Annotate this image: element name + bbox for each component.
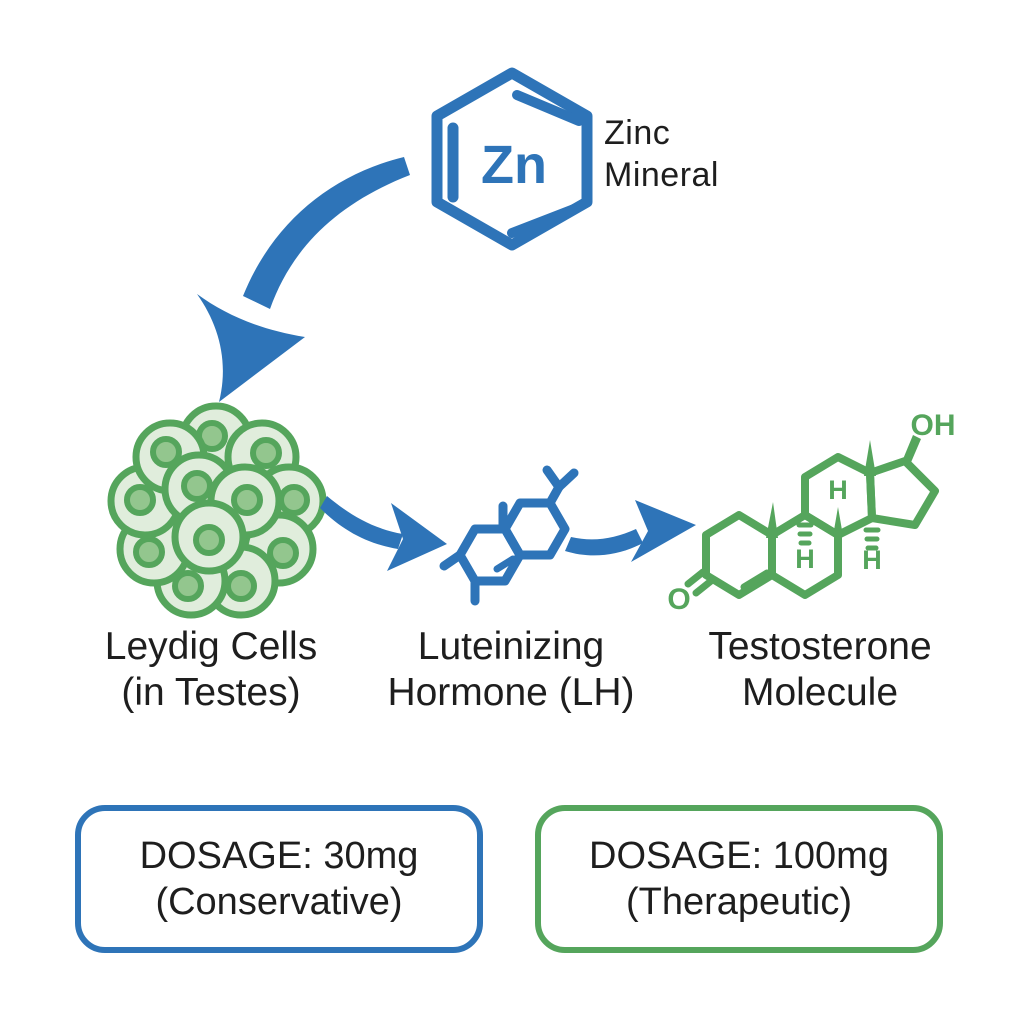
arrow-head	[387, 503, 447, 571]
zinc-mineral-label: Zinc Mineral	[604, 112, 719, 196]
arrow-leydig-to-lh	[320, 496, 447, 571]
methyl-wedge-c18	[864, 440, 876, 476]
cell-nucleus	[133, 536, 165, 568]
dosage-conservative-line1: DOSAGE: 30mg	[139, 835, 419, 877]
ketone-bond-2	[692, 577, 715, 597]
lh-isopropyl-arm-right	[554, 468, 579, 492]
arrow-body	[320, 496, 403, 549]
zinc-symbol-text: Zn	[481, 135, 547, 195]
ketone-bond-1	[684, 568, 707, 588]
cell-nucleus	[181, 470, 213, 502]
arrow-body	[565, 529, 643, 556]
hydrogen-wedge-c8	[833, 507, 843, 536]
arrow-zinc-to-leydig	[197, 157, 410, 402]
cell-nucleus	[172, 570, 204, 602]
luteinizing-hormone-label: Luteinizing Hormone (LH)	[350, 624, 672, 716]
dosage-conservative-line2: (Conservative)	[155, 881, 403, 923]
leydig-label-line2: (in Testes)	[121, 671, 301, 714]
cell-nucleus	[231, 484, 263, 516]
zinc-hexagon-outline	[431, 67, 593, 251]
zinc-hexagon-inner-line-bottom	[507, 204, 579, 238]
hydrogen-label-c8: H	[828, 475, 848, 505]
testosterone-label-line2: Molecule	[741, 671, 899, 714]
cell-nucleus	[267, 537, 299, 569]
hydroxyl-label: OH	[911, 409, 956, 442]
dosage-box-conservative: DOSAGE: 30mg (Conservative)	[75, 805, 483, 953]
arrow-head	[197, 294, 305, 402]
lh-stub-left	[439, 550, 465, 571]
arrow-head	[631, 500, 696, 562]
lh-ring-upper	[500, 498, 570, 560]
hydroxyl-wedge	[901, 435, 921, 467]
lh-label-line2: Hormone (LH)	[387, 671, 635, 714]
steroid-ring-d	[866, 457, 939, 529]
cell-nucleus	[193, 524, 225, 556]
arrow-body	[243, 157, 410, 309]
testosterone-label: Testosterone Molecule	[659, 624, 981, 716]
zinc-hexagon-icon: Zn	[431, 67, 593, 251]
zinc-label-line2: Mineral	[604, 156, 719, 194]
lh-double-bond	[493, 555, 517, 573]
cell-nucleus	[225, 570, 257, 602]
zinc-hexagon-inner-line-top	[512, 90, 584, 126]
leydig-cell	[171, 499, 247, 575]
testosterone-label-line1: Testosterone	[708, 625, 932, 668]
hydrogen-label-c14: H	[862, 545, 882, 575]
lh-label-line1: Luteinizing	[417, 625, 605, 668]
cell-nucleus	[124, 484, 156, 516]
dosage-therapeutic-line1: DOSAGE: 100mg	[589, 835, 889, 877]
testosterone-molecule-icon: O OH H H H	[667, 409, 955, 616]
hydrogen-label-c9: H	[795, 544, 815, 574]
methyl-wedge-c19	[766, 502, 778, 538]
ketone-oxygen-label: O	[667, 583, 690, 616]
dosage-therapeutic-line2: (Therapeutic)	[626, 881, 852, 923]
lh-molecule-icon	[439, 465, 579, 606]
leydig-cells-label: Leydig Cells (in Testes)	[50, 624, 372, 716]
leydig-label-line1: Leydig Cells	[104, 625, 318, 668]
arrow-lh-to-testosterone	[565, 500, 696, 562]
ring-a-double-bond	[740, 569, 771, 591]
leydig-cells-icon	[107, 402, 327, 619]
steroid-ring-a	[702, 511, 776, 599]
cell-nucleus	[250, 437, 282, 469]
zinc-label-line1: Zinc	[604, 114, 671, 152]
dosage-box-therapeutic: DOSAGE: 100mg (Therapeutic)	[535, 805, 943, 953]
cell-nucleus	[278, 484, 310, 516]
cell-nucleus	[150, 436, 182, 468]
